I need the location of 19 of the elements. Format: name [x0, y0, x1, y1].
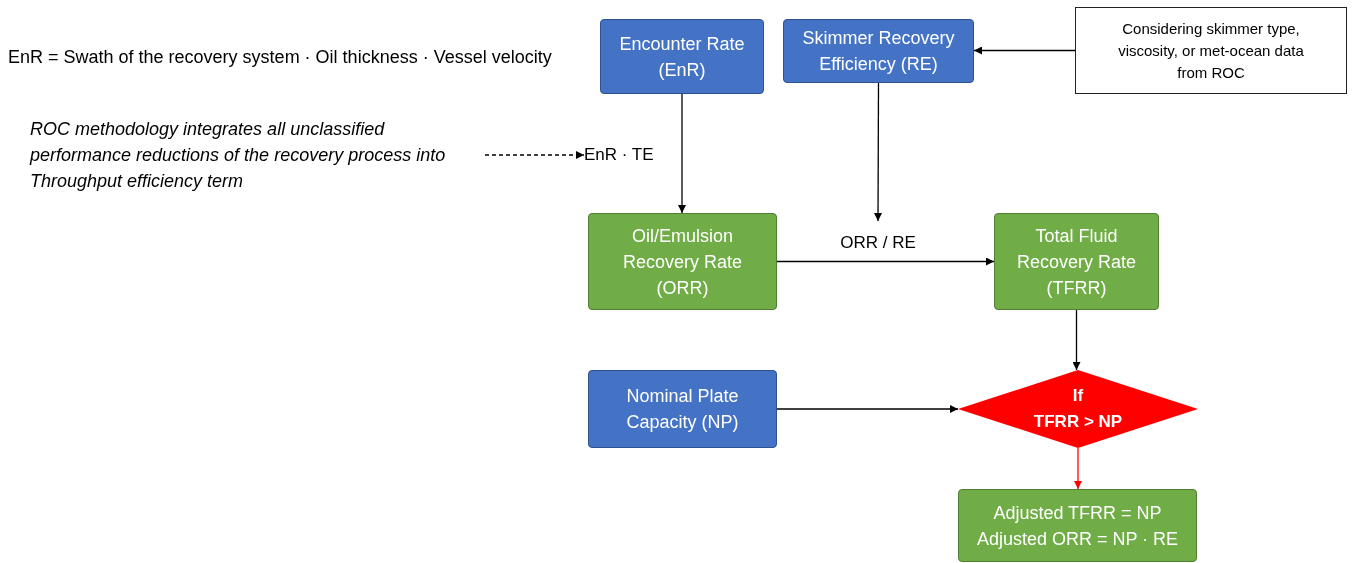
arrow	[776, 257, 995, 266]
arrow	[973, 46, 1076, 55]
arrow	[776, 405, 959, 413]
process-box: Encounter Rate (EnR)	[600, 19, 764, 94]
process-box: Adjusted TFRR = NP Adjusted ORR = NP · RE	[958, 489, 1197, 562]
arrow	[678, 93, 686, 214]
arrow	[484, 151, 585, 159]
note-text: ROC methodology integrates all unclassified performance reductions of the recovery process into Throughput efficiency term	[30, 114, 475, 196]
process-box: Total Fluid Recovery Rate (TFRR)	[994, 213, 1159, 310]
formula-text: EnR · TE	[584, 143, 664, 167]
arrow	[1074, 447, 1082, 490]
process-box: Nominal Plate Capacity (NP)	[588, 370, 777, 448]
process-box: Oil/Emulsion Recovery Rate (ORR)	[588, 213, 777, 310]
arrow	[874, 82, 883, 222]
formula-text: EnR = Swath of the recovery system · Oil thickness · Vessel velocity	[8, 46, 552, 69]
decision-diamond: If TFRR > NP	[958, 370, 1198, 448]
process-box: Skimmer Recovery Efficiency (RE)	[783, 19, 974, 83]
arrow	[1072, 309, 1081, 371]
note-box: Considering skimmer type, viscosity, or met-ocean data from ROC	[1075, 7, 1347, 94]
